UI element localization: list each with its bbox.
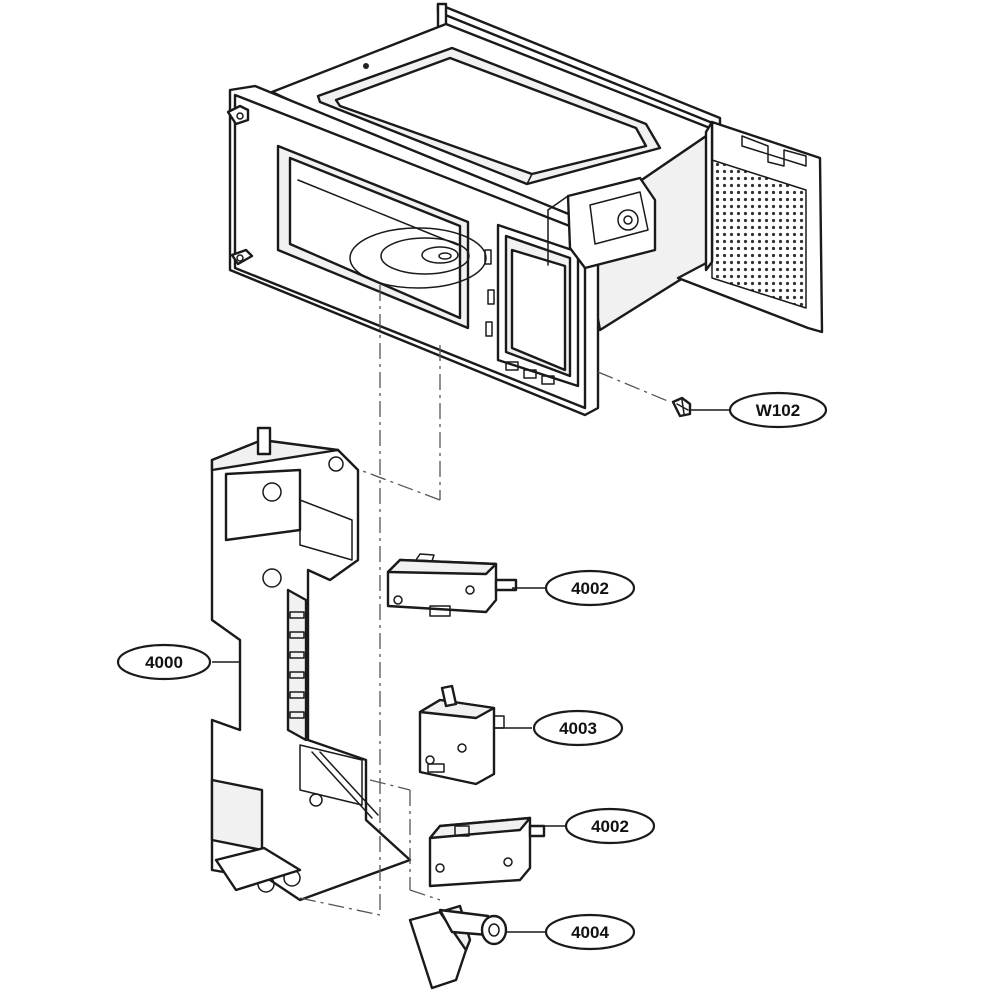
assembly-guide-lines: [299, 285, 671, 916]
callout-w102-label: W102: [756, 401, 800, 420]
callout-4003: 4003: [532, 709, 624, 747]
micro-switch-4002-lower: [428, 816, 546, 888]
callout-4002-lower-label: 4002: [591, 817, 629, 836]
callout-4004: 4004: [544, 913, 636, 951]
callout-4004-label: 4004: [571, 923, 609, 942]
callout-4003-label: 4003: [559, 719, 597, 738]
callout-4002-upper: 4002: [544, 569, 636, 607]
callout-4002-upper-label: 4002: [571, 579, 609, 598]
screw-w102: [671, 396, 692, 418]
micro-switch-4003: [418, 684, 505, 786]
callout-w102: W102: [728, 391, 828, 429]
door-latch-holder-4000: [210, 426, 412, 902]
door-lever-4004: [408, 904, 508, 990]
callout-4002-lower: 4002: [564, 807, 656, 845]
callout-4000: 4000: [116, 643, 212, 681]
microwave-cavity-assembly: [226, 2, 824, 417]
micro-switch-4002-upper: [386, 553, 518, 617]
leader-lines: [212, 409, 730, 933]
callout-4000-label: 4000: [145, 653, 183, 672]
